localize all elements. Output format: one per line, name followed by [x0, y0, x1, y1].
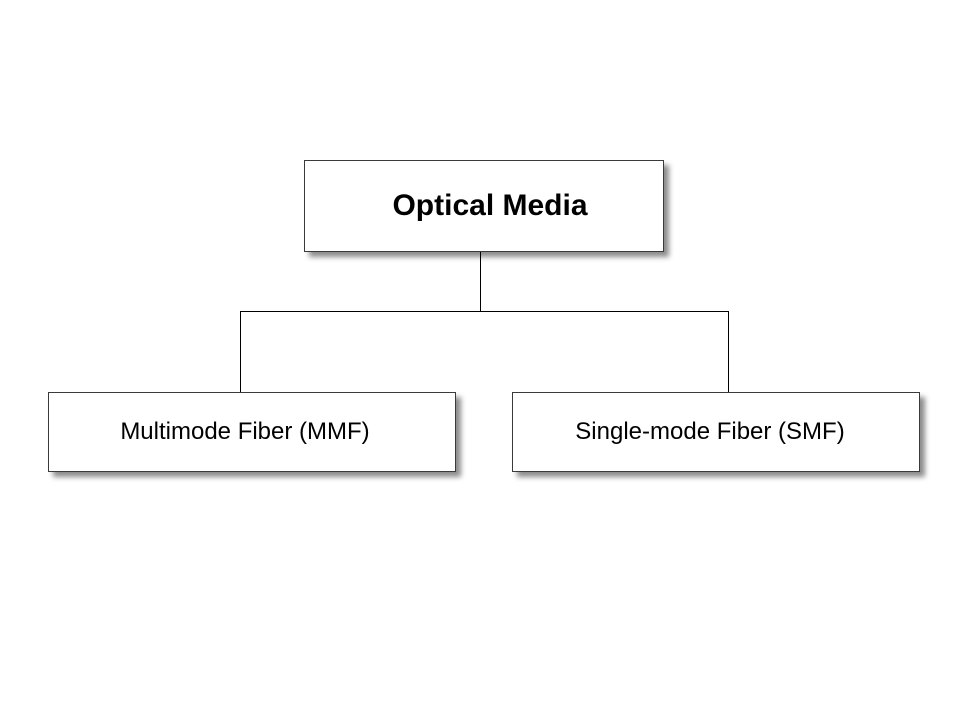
connector-right-drop [728, 311, 729, 392]
node-optical-media-label: Optical Media [392, 189, 588, 222]
node-single-mode-fiber-label: Single-mode Fiber (SMF) [575, 418, 845, 445]
node-multimode-fiber: Multimode Fiber (MMF) [48, 392, 456, 472]
connector-root-stem [480, 252, 481, 312]
node-multimode-fiber-label: Multimode Fiber (MMF) [120, 418, 370, 445]
node-optical-media: Optical Media [304, 160, 664, 252]
connector-left-drop [240, 311, 241, 392]
node-single-mode-fiber: Single-mode Fiber (SMF) [512, 392, 920, 472]
connector-horizontal-bar [240, 311, 729, 312]
